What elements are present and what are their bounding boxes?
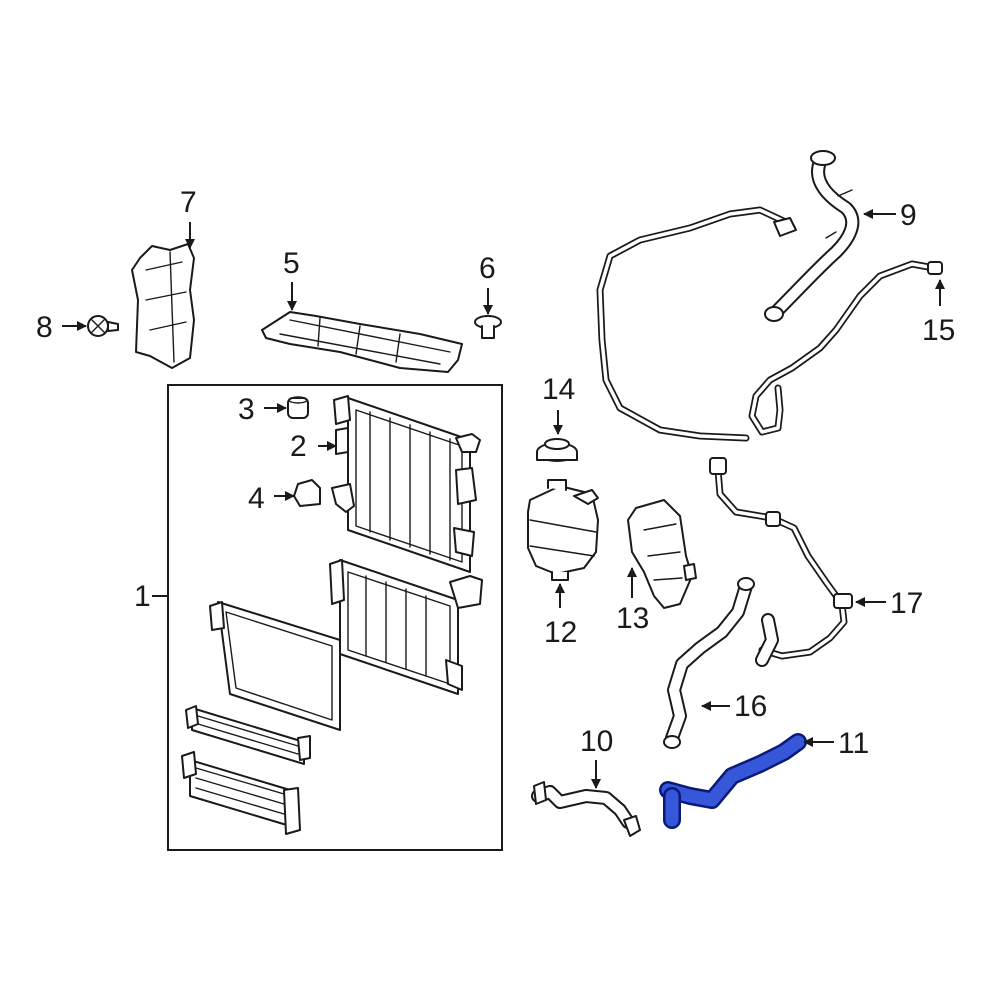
part-9-upper-radiator-hose[interactable] bbox=[764, 150, 860, 322]
oil-cooler-upper bbox=[185, 705, 311, 765]
callout-11: 11 bbox=[838, 727, 869, 760]
callout-16: 16 bbox=[734, 690, 767, 723]
part-12-coolant-reservoir[interactable] bbox=[527, 479, 599, 581]
part-5-upper-shield[interactable] bbox=[261, 311, 463, 373]
condenser bbox=[329, 559, 483, 695]
callout-5: 5 bbox=[283, 247, 300, 280]
callout-15: 15 bbox=[922, 314, 955, 347]
callout-1: 1 bbox=[134, 580, 151, 613]
part-17-coolant-line[interactable] bbox=[709, 457, 853, 660]
part-16-heater-hose[interactable] bbox=[663, 577, 779, 749]
part-15-bypass-line[interactable] bbox=[748, 260, 943, 436]
callout-9: 9 bbox=[900, 199, 917, 232]
callout-13: 13 bbox=[616, 602, 649, 635]
part-11-highlighted-coolant-hose[interactable] bbox=[659, 733, 807, 829]
callout-labels: 1 2 3 4 5 6 7 8 9 10 11 12 13 14 15 16 1… bbox=[36, 186, 955, 760]
callout-10: 10 bbox=[580, 725, 613, 758]
coolant-line-loop bbox=[596, 206, 797, 442]
oil-cooler-lower bbox=[181, 751, 301, 835]
callout-2: 2 bbox=[290, 430, 307, 463]
radiator-assembly-box bbox=[167, 384, 503, 851]
callout-3: 3 bbox=[238, 393, 255, 426]
callout-14: 14 bbox=[542, 373, 575, 406]
part-7-air-deflector[interactable] bbox=[131, 243, 195, 369]
callout-7: 7 bbox=[180, 186, 197, 219]
callout-17: 17 bbox=[890, 587, 923, 620]
part-2-radiator[interactable] bbox=[331, 395, 481, 573]
part-14-pressure-cap[interactable] bbox=[536, 438, 578, 462]
callout-leaders bbox=[62, 209, 945, 789]
callout-12: 12 bbox=[544, 616, 577, 649]
cooler-panel bbox=[209, 601, 341, 731]
part-3-insulator[interactable] bbox=[287, 396, 309, 419]
callout-6: 6 bbox=[479, 252, 496, 285]
part-8-push-pin[interactable] bbox=[87, 315, 119, 337]
part-10-lower-hose[interactable] bbox=[531, 781, 641, 837]
callout-8: 8 bbox=[36, 311, 53, 344]
part-13-reservoir-bracket[interactable] bbox=[627, 499, 697, 609]
part-6-retainer[interactable] bbox=[474, 315, 502, 339]
callout-4: 4 bbox=[248, 482, 265, 515]
part-4-bracket[interactable] bbox=[293, 479, 321, 507]
